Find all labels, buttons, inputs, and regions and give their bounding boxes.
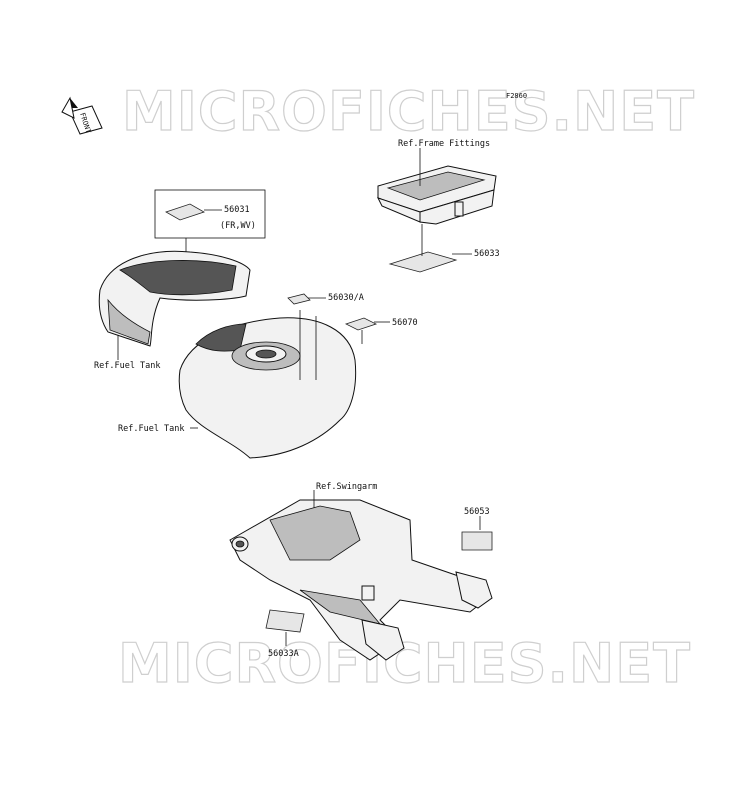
ref-frame-fittings: Ref.Frame Fittings bbox=[398, 139, 490, 149]
label-56053-plate bbox=[461, 531, 493, 551]
ref-fuel-tank-upper: Ref.Fuel Tank bbox=[94, 361, 161, 371]
label-56030-plate bbox=[287, 293, 311, 305]
label-56033-plate bbox=[388, 251, 458, 273]
watermark-top: MICROFICHES.NET bbox=[122, 80, 695, 143]
ref-fuel-tank-lower: Ref.Fuel Tank bbox=[118, 424, 185, 434]
part-56033[interactable]: 56033 bbox=[474, 249, 500, 259]
front-arrow-icon: FRONT bbox=[61, 96, 103, 135]
ref-swingarm: Ref.Swingarm bbox=[316, 482, 377, 492]
fuel-tank-cover bbox=[98, 250, 251, 347]
callout-box-56031 bbox=[154, 189, 266, 239]
part-56070[interactable]: 56070 bbox=[392, 318, 418, 328]
frame-fittings-tray bbox=[377, 165, 497, 225]
part-56033a[interactable]: 56033A bbox=[268, 649, 299, 659]
label-56031-plate bbox=[165, 203, 205, 221]
swingarm bbox=[229, 499, 493, 661]
part-56031[interactable]: 56031 bbox=[224, 205, 250, 215]
part-56030[interactable]: 56030/A bbox=[328, 293, 364, 303]
part-56031-note: (FR,WV) bbox=[220, 221, 256, 231]
label-56070-plate bbox=[344, 317, 378, 331]
figure-code: F2860 bbox=[506, 92, 527, 100]
fuel-tank bbox=[178, 317, 357, 459]
part-56053[interactable]: 56053 bbox=[464, 507, 490, 517]
watermark-bottom: MICROFICHES.NET bbox=[118, 632, 691, 695]
label-56033a-plate bbox=[265, 609, 305, 633]
